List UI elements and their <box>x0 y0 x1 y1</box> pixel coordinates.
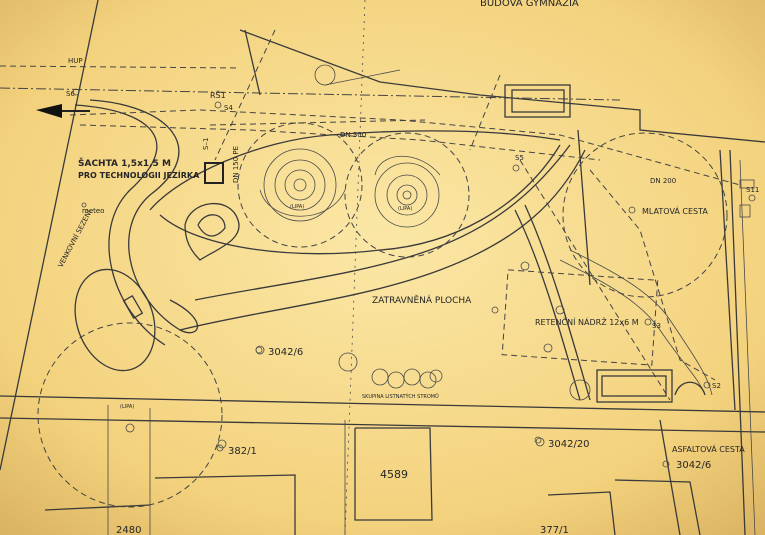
node-s5: S5 <box>515 154 524 162</box>
tree-group-label: SKUPINA LISTNATÝCH STROMŮ <box>362 393 439 400</box>
structures <box>122 69 755 403</box>
mlat-path-label: MLATOVÁ CESTA <box>642 205 708 216</box>
parcel-382-1: 382/1 <box>228 446 257 457</box>
asphalt-path-label: ASFALTOVÁ CESTA <box>672 443 745 454</box>
node-s2: S2 <box>712 382 721 390</box>
node-s6: S6 <box>66 90 75 98</box>
lawn-label: ZATRAVNĚNÁ PLOCHA <box>372 294 472 306</box>
node-s11: S11 <box>746 186 759 194</box>
pipe-dn150: DN 150 PE <box>232 146 240 183</box>
tank-label: RETENČNÍ NÁDRŽ 12x6 M <box>535 316 639 327</box>
meteo-label: meteo <box>82 207 104 215</box>
parcel-bottom-right: 377/1 <box>540 525 569 535</box>
tree-small-label-2: (LIPA) <box>398 206 412 212</box>
pipe-dn200: DN 200 <box>650 177 676 185</box>
trees <box>125 64 591 449</box>
tree-small-label-3: (LIPA) <box>120 404 134 410</box>
node-rs1: RŠ1 <box>210 89 226 100</box>
ponds <box>37 122 728 508</box>
parcel-bottom-left: 2480 <box>116 525 141 535</box>
parcel-3042-20: 3042/20 <box>548 439 590 450</box>
parcel-4589: 4589 <box>380 468 408 481</box>
entry-arrow-icon <box>36 104 62 118</box>
shaft-label-line1: ŠACHTA 1,5x1,5 M <box>78 157 171 169</box>
shaft-label-line2: PRO TECHNOLOGII JEZÍRKA <box>78 169 200 180</box>
parcel-3042-6-b: 3042/6 <box>676 460 711 471</box>
pipe-dn300: DN 300 <box>340 131 366 139</box>
tree-small-label-1: (LIPA) <box>290 204 304 210</box>
node-s3: S3 <box>652 322 661 330</box>
node-hup: HUP <box>68 57 83 65</box>
pipe-s1: S–1 <box>202 138 210 150</box>
building-label: BUDOVA GYMNAZIA <box>480 0 579 9</box>
node-s4: S4 <box>224 104 233 112</box>
node-symbols <box>72 88 756 468</box>
parcel-3042-6: 3042/6 <box>268 347 303 358</box>
